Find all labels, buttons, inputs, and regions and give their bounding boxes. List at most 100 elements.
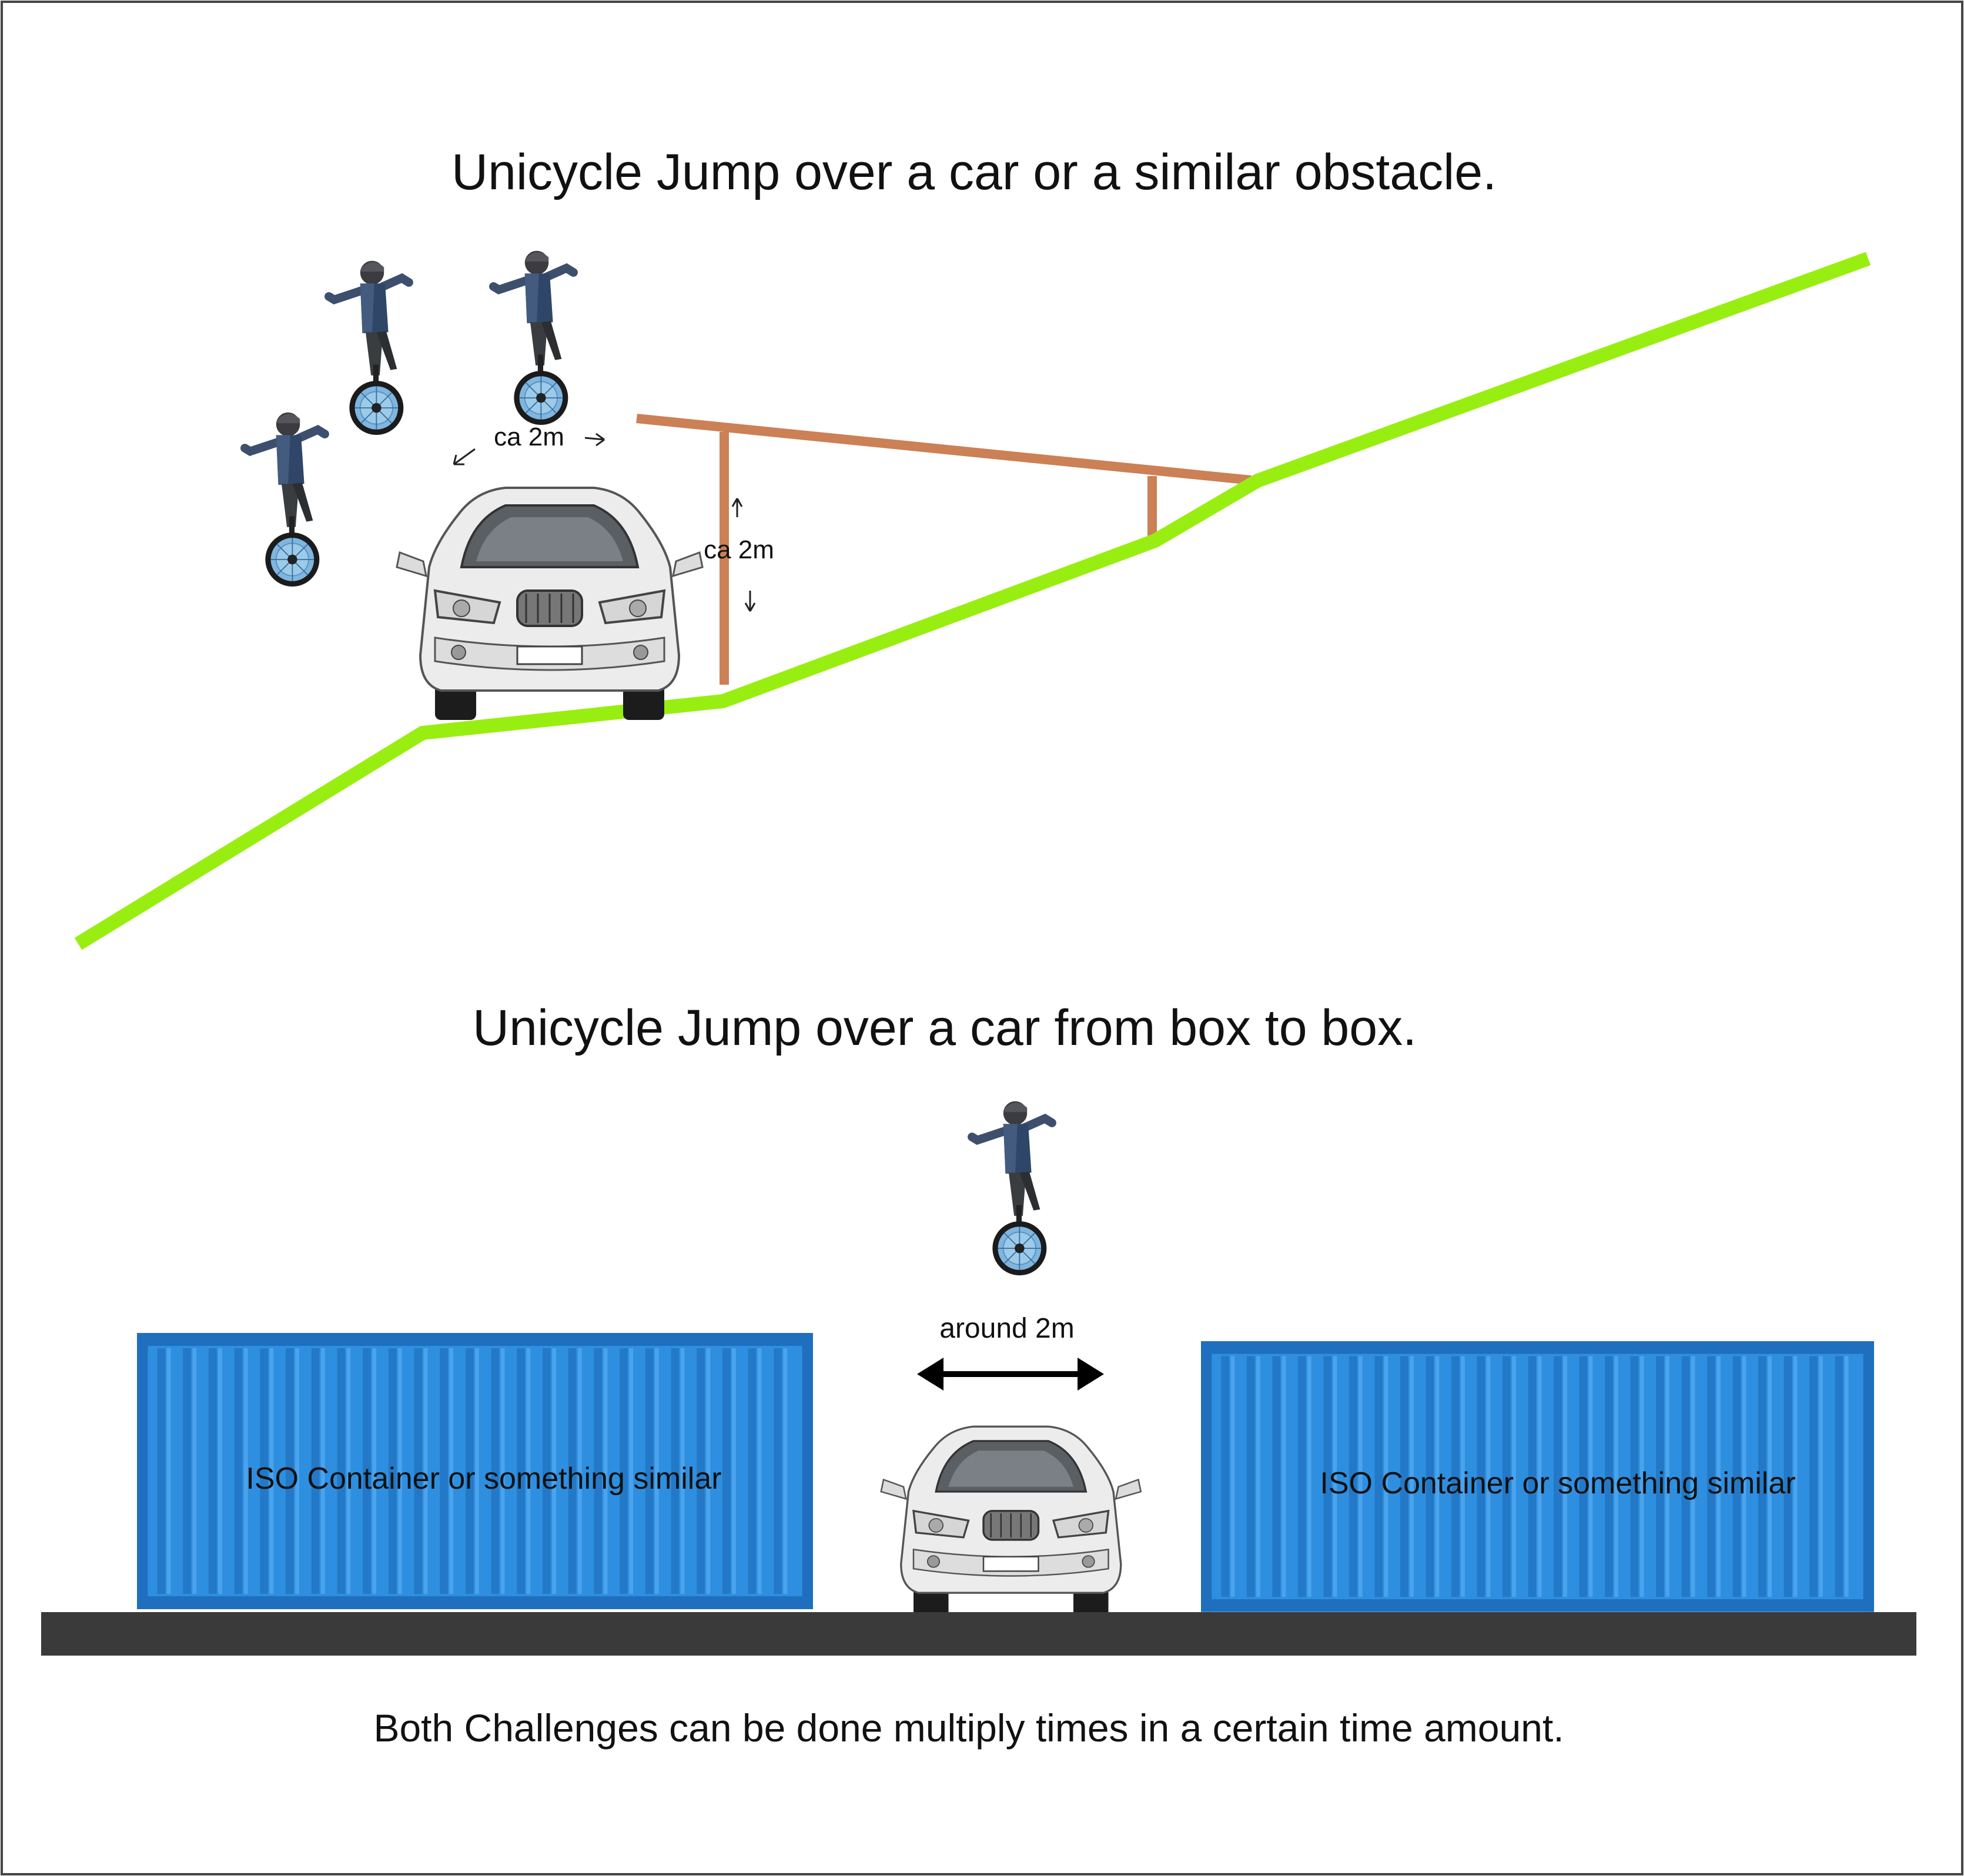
container-rib-highlight (1665, 1356, 1669, 1597)
container-rib (234, 1348, 243, 1594)
container-rib-highlight (397, 1348, 402, 1594)
container-rib-highlight (732, 1348, 736, 1594)
container-rib-highlight (1537, 1356, 1542, 1597)
container-rib-highlight (372, 1348, 377, 1594)
container-rib-highlight (1282, 1356, 1286, 1597)
container-rib (440, 1348, 448, 1594)
container-rib (568, 1348, 577, 1594)
container-left-ribs (157, 1348, 788, 1594)
container-rib-highlight (1691, 1356, 1695, 1597)
height-label: ca 2m (704, 535, 774, 564)
ground-bar (41, 1612, 1916, 1656)
container-rib-highlight (295, 1348, 299, 1594)
diagram2-title: Unicycle Jump over a car from box to box… (473, 1000, 1417, 1056)
container-right (1201, 1341, 1874, 1612)
container-rib (311, 1348, 320, 1594)
container-rib (337, 1348, 346, 1594)
container-rib (1400, 1356, 1408, 1597)
container-rib-highlight (166, 1348, 171, 1594)
container-rib (465, 1348, 474, 1594)
unicyclist-1 (245, 413, 324, 587)
container-rib-highlight (475, 1348, 479, 1594)
container-rib (208, 1348, 217, 1594)
container-rib (722, 1348, 731, 1594)
container-rib-highlight (603, 1348, 608, 1594)
container-rib-highlight (1358, 1356, 1363, 1597)
container-rib (748, 1348, 757, 1594)
container-rib-highlight (1384, 1356, 1388, 1597)
container-rib-highlight (1307, 1356, 1311, 1597)
container-rib-highlight (269, 1348, 274, 1594)
diagram1-title: Unicycle Jump over a car or a similar ob… (451, 144, 1497, 200)
container-left-label: ISO Container or something similar (246, 1462, 721, 1496)
container-rib-highlight (218, 1348, 222, 1594)
container-rib (157, 1348, 166, 1594)
container-rib (286, 1348, 294, 1594)
container-rib (1451, 1356, 1460, 1597)
container-rib (543, 1348, 551, 1594)
container-rib (594, 1348, 603, 1594)
container-rib-highlight (629, 1348, 634, 1594)
gap-arrow-label: around 2m (939, 1313, 1074, 1344)
footer-note: Both Challenges can be done multiply tim… (373, 1706, 1564, 1750)
container-rib (1835, 1356, 1843, 1597)
container-rib-highlight (1793, 1356, 1798, 1597)
container-rib (363, 1348, 371, 1594)
landing-platform (636, 414, 1252, 685)
container-rib (517, 1348, 526, 1594)
container-rib (697, 1348, 705, 1594)
container-rib (1426, 1356, 1434, 1597)
container-rib-highlight (423, 1348, 428, 1594)
container-rib-highlight (654, 1348, 659, 1594)
container-rib (1502, 1356, 1511, 1597)
container-rib (1246, 1356, 1255, 1597)
container-rib-highlight (1409, 1356, 1414, 1597)
gap-measure: ca 2m (453, 423, 605, 465)
container-rib-highlight (1819, 1356, 1823, 1597)
container-rib-highlight (1486, 1356, 1491, 1597)
container-rib (414, 1348, 423, 1594)
container-rib-highlight (346, 1348, 351, 1594)
container-left (137, 1333, 813, 1609)
container-rib-highlight (1614, 1356, 1618, 1597)
container-rib (1477, 1356, 1485, 1597)
container-rib (1605, 1356, 1613, 1597)
height-measure: ca 2m (704, 498, 774, 612)
container-rib-highlight (680, 1348, 685, 1594)
container-rib (620, 1348, 628, 1594)
terrain-ramp-line (74, 252, 1871, 950)
container-rib-highlight (449, 1348, 454, 1594)
car-obstacle-2 (880, 1425, 1142, 1618)
container-rib-highlight (243, 1348, 248, 1594)
container-rib (388, 1348, 397, 1594)
container-rib (1758, 1356, 1766, 1597)
container-rib (1528, 1356, 1537, 1597)
container-rib-highlight (192, 1348, 197, 1594)
container-rib (1579, 1356, 1588, 1597)
container-rib-highlight (320, 1348, 325, 1594)
container-rib (1221, 1356, 1230, 1597)
container-rib-highlight (500, 1348, 505, 1594)
container-rib-highlight (783, 1348, 788, 1594)
container-rib-highlight (706, 1348, 711, 1594)
unicyclist-4 (972, 1101, 1052, 1275)
container-rib (1656, 1356, 1664, 1597)
unicyclist-3 (493, 251, 573, 425)
container-rib (1630, 1356, 1639, 1597)
container-rib (774, 1348, 782, 1594)
container-rib (260, 1348, 269, 1594)
container-rib-highlight (1588, 1356, 1593, 1597)
container-rib (1809, 1356, 1818, 1597)
container-rib (491, 1348, 500, 1594)
container-rib-highlight (1460, 1356, 1465, 1597)
container-rib (1272, 1356, 1281, 1597)
container-right-ribs (1221, 1356, 1849, 1597)
container-rib-highlight (1435, 1356, 1440, 1597)
container-rib (1297, 1356, 1306, 1597)
container-rib (1349, 1356, 1357, 1597)
container-rib-highlight (1511, 1356, 1516, 1597)
container-rib-highlight (1717, 1356, 1721, 1597)
car-obstacle-1 (396, 487, 704, 721)
